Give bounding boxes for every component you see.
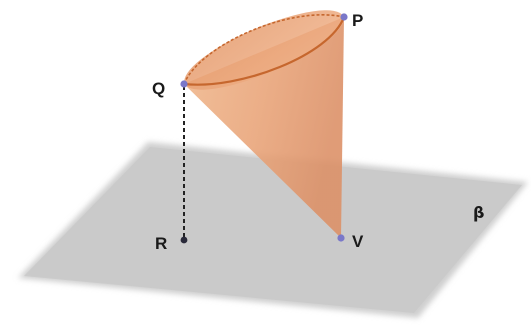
label-r: R bbox=[155, 234, 167, 253]
point-v[interactable] bbox=[337, 234, 345, 242]
point-r[interactable] bbox=[180, 236, 188, 244]
cone-base-rim-hidden bbox=[183, 14, 345, 85]
label-v: V bbox=[352, 232, 364, 251]
label-q: Q bbox=[152, 79, 165, 98]
cone-base-rim bbox=[183, 16, 346, 86]
cone-base bbox=[184, 10, 344, 90]
plane-beta-surface bbox=[24, 147, 522, 313]
label-plane-beta: β bbox=[473, 203, 484, 222]
label-p: P bbox=[352, 11, 363, 30]
point-q[interactable] bbox=[180, 80, 188, 88]
point-p[interactable] bbox=[340, 13, 348, 21]
